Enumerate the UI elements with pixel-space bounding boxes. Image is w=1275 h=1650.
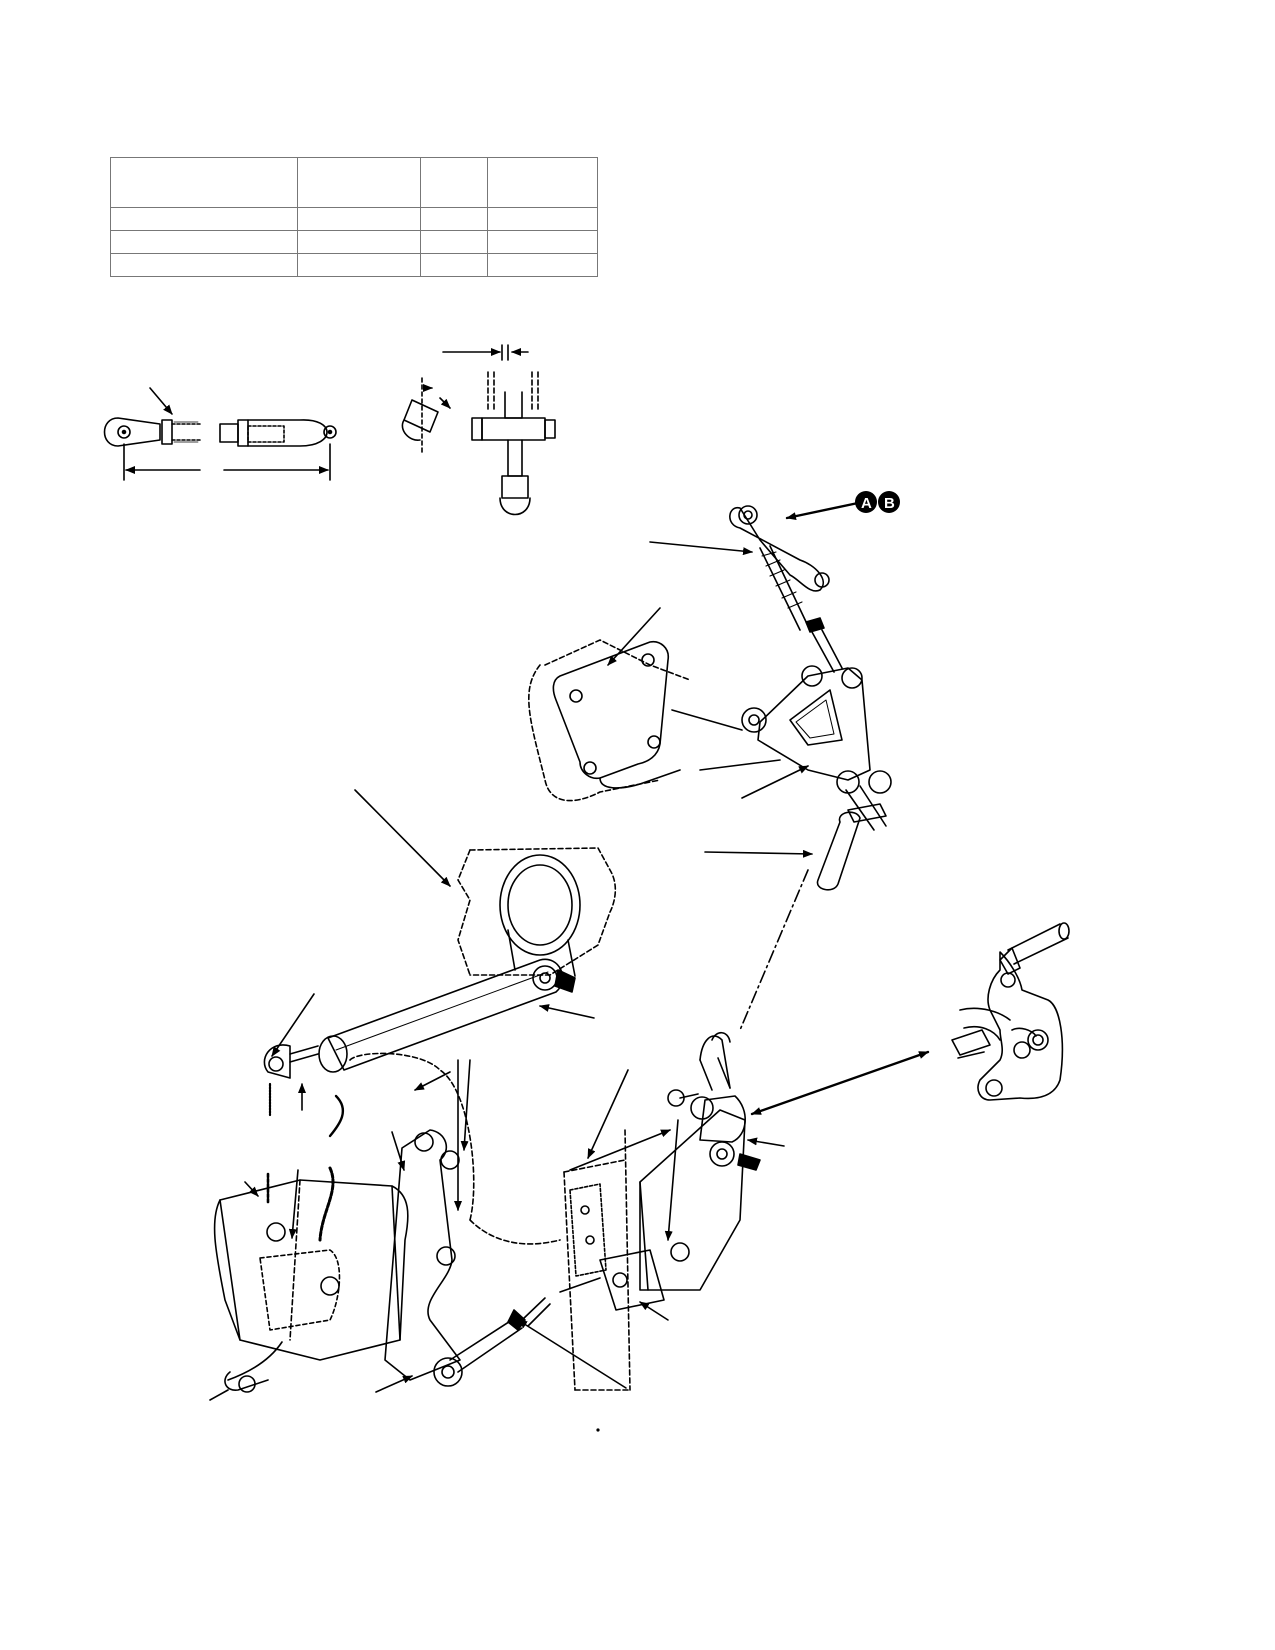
table-cell xyxy=(487,253,598,277)
upper-rod-end-icon xyxy=(729,505,843,673)
mounting-bracket-icon xyxy=(559,1031,761,1391)
table-cell xyxy=(487,230,598,254)
spec-table xyxy=(110,157,598,277)
lever-assembly-icon xyxy=(209,1052,561,1401)
clevis-detail-icon xyxy=(401,344,556,516)
table-cell xyxy=(110,253,298,277)
callout-a-marker xyxy=(855,491,877,513)
speck-mark xyxy=(596,1428,600,1432)
table-row xyxy=(110,230,598,254)
actuator-cylinder-icon xyxy=(263,958,595,1117)
inset-arrow xyxy=(750,1050,930,1116)
bellcrank-assembly-icon xyxy=(741,665,892,891)
callout-b-marker xyxy=(878,491,900,513)
ring-bracket-icon xyxy=(354,789,617,977)
cover-plate-icon xyxy=(528,639,781,802)
callout-a-label: A xyxy=(861,495,872,512)
leader-lines-lower-left xyxy=(244,1059,627,1393)
table-cell xyxy=(420,157,488,208)
table-cell xyxy=(110,230,298,254)
table-cell xyxy=(297,207,421,231)
callout-ab: A B xyxy=(785,491,900,521)
rod-end-detail-icon xyxy=(103,387,337,481)
table-cell xyxy=(297,253,421,277)
table-row xyxy=(110,253,598,277)
leader-lines-lower-right xyxy=(569,1069,785,1321)
callout-b-label: B xyxy=(884,495,895,512)
inset-bracket-icon xyxy=(951,922,1070,1101)
table-cell xyxy=(420,230,488,254)
table-row xyxy=(110,207,598,231)
leader-lines-upper xyxy=(607,541,813,1031)
